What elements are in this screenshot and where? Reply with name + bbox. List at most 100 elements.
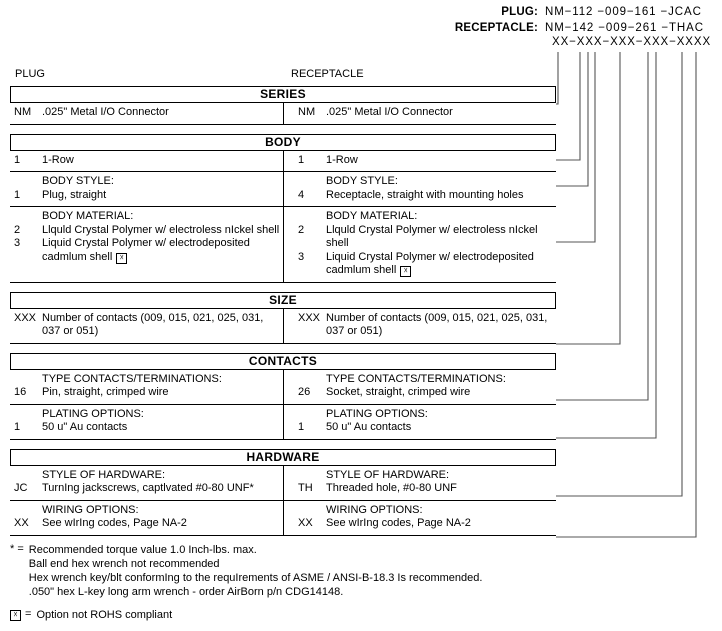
- section-title-body: BODY: [10, 133, 556, 151]
- spec-table: PLUG RECEPTACLE SERIES NM .025" Metal I/…: [10, 66, 556, 536]
- option-col-receptacle: STYLE OF HARDWARE: TH Threaded hole, #0-…: [283, 465, 556, 500]
- option-code: XXX: [298, 311, 321, 324]
- footnote-symbol: * =: [10, 543, 24, 555]
- option-text-line1: Liquid Crystal Polymer w/ electrodeposit…: [326, 250, 534, 263]
- option-line: JC TurnIng jackscrews, captlvated #0-80 …: [10, 482, 283, 496]
- section-body-contacts: TYPE CONTACTS/TERMINATIONS: 16 Pin, stra…: [10, 369, 556, 440]
- option-block: PLATING OPTIONS: 1 50 u" Au contacts PLA…: [10, 403, 556, 439]
- option-code: XXX: [14, 311, 37, 324]
- option-text: .025" Metal I/O Connector: [326, 106, 453, 118]
- footnote-line: Ball end hex wrench not recommended: [28, 558, 220, 570]
- option-block: STYLE OF HARDWARE: JC TurnIng jackscrews…: [10, 465, 556, 500]
- option-text: Receptacle, straight with mounting holes: [326, 188, 524, 201]
- option-text: Threaded hole, #0-80 UNF: [326, 482, 457, 494]
- option-line: 4 Receptacle, straight with mounting hol…: [292, 189, 556, 203]
- option-col-receptacle: BODY STYLE: 4 Receptacle, straight with …: [283, 172, 556, 206]
- option-line: 16 Pin, straight, crimped wire: [10, 386, 283, 400]
- option-heading: TYPE CONTACTS/TERMINATIONS:: [42, 372, 222, 385]
- option-block: TYPE CONTACTS/TERMINATIONS: 16 Pin, stra…: [10, 369, 556, 404]
- footnote-line: Option not ROHS compliant: [36, 609, 173, 621]
- option-line: 2 Llquld Crystal Polymer w/ electroless …: [292, 224, 556, 251]
- option-block: BODY MATERIAL: 2 Llquld Crystal Polymer …: [10, 206, 556, 282]
- option-line: 1 1-Row: [292, 154, 556, 168]
- option-heading: STYLE OF HARDWARE:: [326, 468, 450, 481]
- option-col-plug: TYPE CONTACTS/TERMINATIONS: 16 Pin, stra…: [10, 370, 283, 404]
- option-line: 3 Liquid Crystal Polymer w/ electrodepos…: [10, 237, 283, 264]
- option-col-plug: XXX Number of contacts (009, 015, 021, 0…: [10, 309, 283, 343]
- option-text-line2: 037 or 051): [326, 325, 383, 337]
- option-col-receptacle: PLATING OPTIONS: 1 50 u" Au contacts: [283, 404, 556, 439]
- option-text-line1: Number of contacts (009, 015, 021, 025, …: [326, 311, 548, 324]
- option-col-receptacle: BODY MATERIAL: 2 Llquld Crystal Polymer …: [283, 207, 556, 282]
- option-line: 1 50 u" Au contacts: [10, 421, 283, 435]
- footnote-symbol: ☓=: [10, 608, 36, 622]
- option-col-plug: 1 1-Row: [10, 151, 283, 172]
- leader-size: [556, 52, 621, 345]
- section-title-size: SIZE: [10, 291, 556, 309]
- option-col-receptacle: TYPE CONTACTS/TERMINATIONS: 26 Socket, s…: [283, 369, 556, 404]
- section-title-series: SERIES: [10, 86, 556, 103]
- option-heading: WIRING OPTIONS:: [326, 503, 423, 516]
- part-number-row-receptacle: RECEPTACLE: NM−142 −009−261 −THAC: [0, 20, 722, 36]
- option-line: XXX Number of contacts (009, 015, 021, 0…: [10, 312, 283, 339]
- footnote-asterisk: * = Recommended torque value 1.0 Inch-lb…: [10, 543, 570, 599]
- section-body-body: 1 1-Row 1 1-Row BODY STYLE: 1 Plug, stra…: [10, 150, 556, 283]
- rohs-noncompliant-icon: ☓: [400, 266, 412, 277]
- option-line: 2 Llquld Crystal Polymer w/ electroless …: [10, 224, 283, 238]
- option-text-line1: Number of contacts (009, 015, 021, 025, …: [42, 311, 264, 324]
- option-line: 3 Liquid Crystal Polymer w/ electrodepos…: [292, 251, 556, 278]
- column-header-plug: PLUG: [15, 68, 45, 80]
- option-line: 1 1-Row: [10, 154, 283, 168]
- leader-contacts-type: [556, 52, 649, 401]
- leader-wiring-options: [556, 52, 697, 538]
- leader-body-row: [556, 52, 581, 161]
- option-text: Number of contacts (009, 015, 021, 025, …: [42, 312, 263, 339]
- option-text: Liquid Crystal Polymer w/ electrodeposit…: [326, 251, 534, 278]
- option-line: TH Threaded hole, #0-80 UNF: [292, 482, 556, 496]
- option-line: XX See wIrIng codes, Page NA-2: [10, 517, 283, 531]
- option-text-line2: 037 or 051): [42, 325, 99, 337]
- option-code: 1: [298, 421, 305, 433]
- footnote-line: .050" hex L-key long arm wrench - order …: [28, 586, 344, 598]
- part-number-header: PLUG: NM−112 −009−161 −JCAC RECEPTACLE: …: [0, 4, 722, 52]
- option-text: .025" Metal I/O Connector: [42, 106, 169, 118]
- option-line: NM .025" Metal I/O Connector: [292, 106, 556, 120]
- option-code: 3: [14, 237, 21, 249]
- leader-hardware-style: [556, 52, 683, 497]
- option-code: 2: [14, 223, 21, 236]
- option-heading: PLATING OPTIONS:: [326, 407, 428, 420]
- option-code: TH: [298, 482, 313, 494]
- option-col-receptacle: XXX Number of contacts (009, 015, 021, 0…: [283, 308, 556, 343]
- option-line: 1 Plug, straight: [10, 189, 283, 203]
- option-text: 1-Row: [326, 153, 358, 166]
- option-block: BODY STYLE: 1 Plug, straight BODY STYLE:…: [10, 171, 556, 206]
- option-code: JC: [14, 482, 28, 494]
- footnotes: * = Recommended torque value 1.0 Inch-lb…: [10, 543, 570, 631]
- option-code: NM: [14, 106, 32, 118]
- option-code: 1: [14, 188, 21, 201]
- option-code: 4: [298, 188, 305, 201]
- option-line: 1 50 u" Au contacts: [292, 421, 556, 435]
- option-col-receptacle: NM .025" Metal I/O Connector: [283, 103, 556, 124]
- option-code: 26: [298, 386, 311, 398]
- option-text: Socket, straight, crimped wire: [326, 386, 471, 398]
- option-heading: WIRING OPTIONS:: [42, 503, 139, 516]
- option-block: NM .025" Metal I/O Connector NM .025" Me…: [10, 103, 556, 124]
- option-text: 50 u" Au contacts: [42, 421, 128, 433]
- option-code: 1: [14, 421, 21, 433]
- option-heading: STYLE OF HARDWARE:: [42, 468, 166, 481]
- option-heading: TYPE CONTACTS/TERMINATIONS:: [326, 372, 506, 385]
- option-code: XX: [298, 517, 313, 529]
- column-header-receptacle: RECEPTACLE: [291, 68, 364, 80]
- option-block: WIRING OPTIONS: XX See wIrIng codes, Pag…: [10, 499, 556, 535]
- option-col-receptacle: 1 1-Row: [283, 150, 556, 171]
- option-text: 1-Row: [42, 153, 74, 166]
- option-text: Liquid Crystal Polymer w/ electrodeposit…: [42, 237, 250, 264]
- section-body-hardware: STYLE OF HARDWARE: JC TurnIng jackscrews…: [10, 465, 556, 536]
- option-text: 50 u" Au contacts: [326, 421, 412, 433]
- option-text: Plug, straight: [42, 188, 107, 201]
- part-number-value-plug: NM−112 −009−161 −JCAC: [545, 6, 702, 18]
- option-code: 3: [298, 250, 305, 263]
- option-text: Number of contacts (009, 015, 021, 025, …: [326, 312, 547, 339]
- section-title-contacts: CONTACTS: [10, 352, 556, 370]
